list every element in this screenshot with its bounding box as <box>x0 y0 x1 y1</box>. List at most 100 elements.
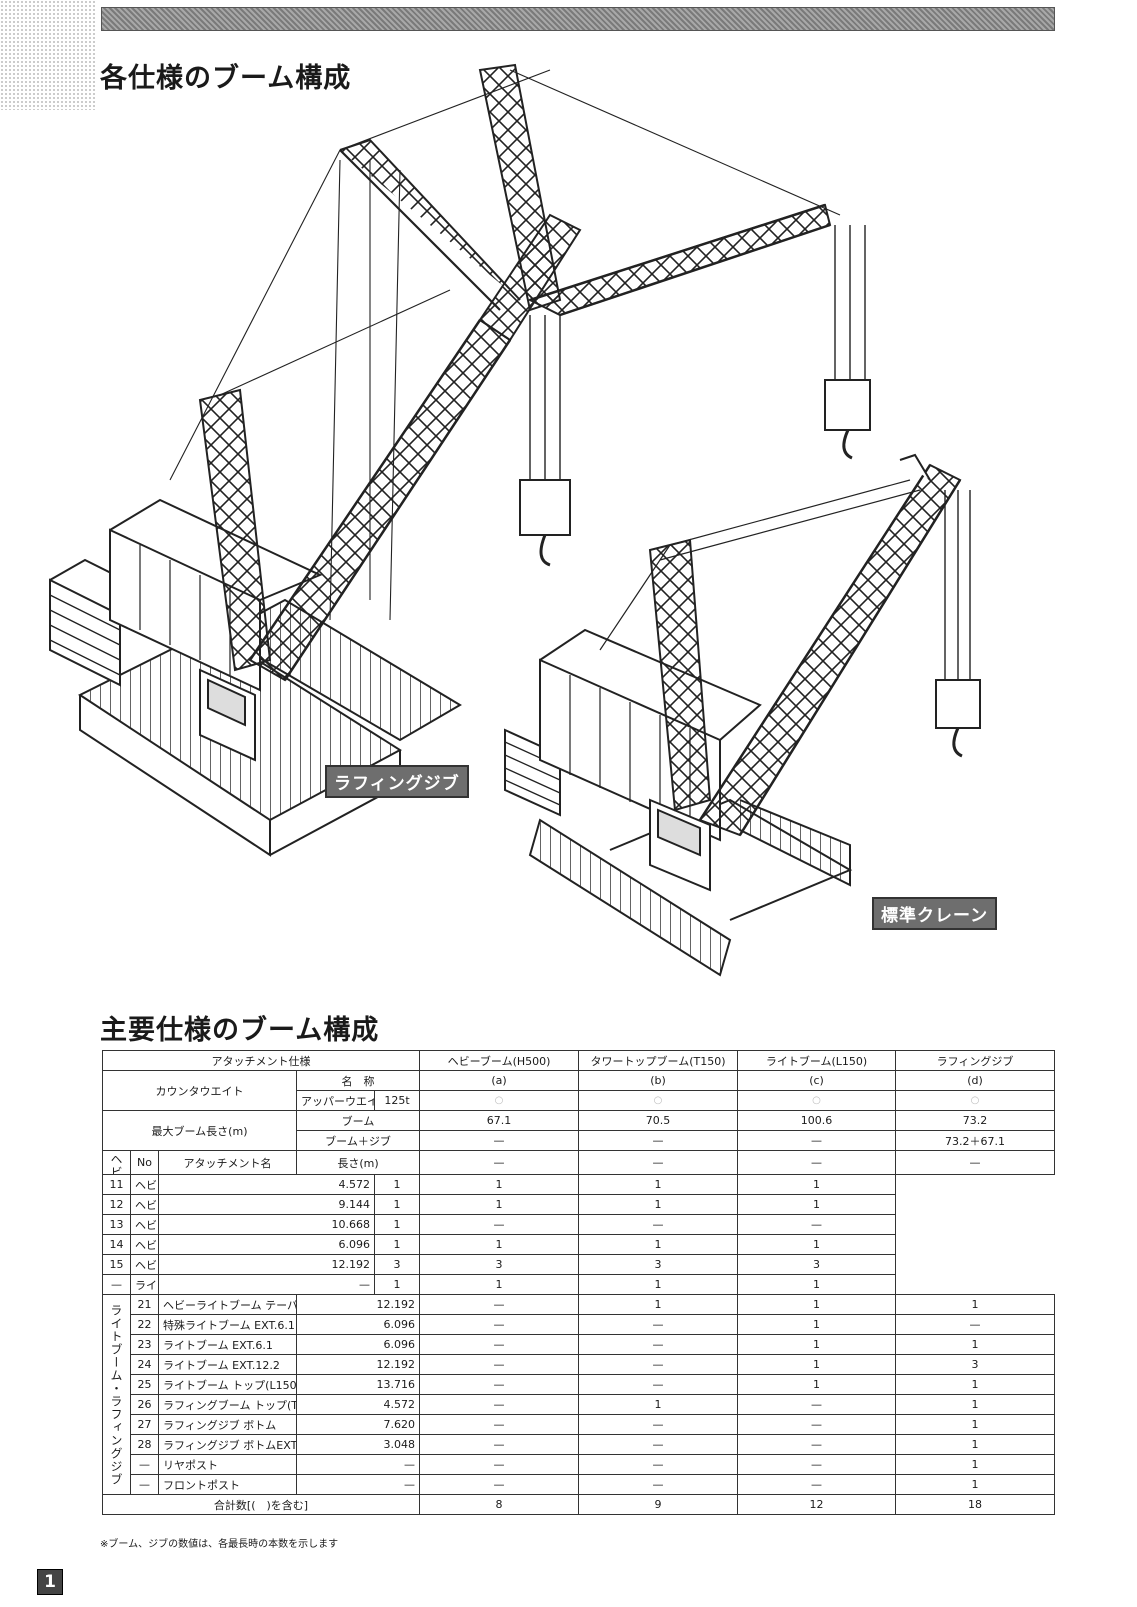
part-name-cell: ヘビブーム EXT.12.2 <box>130 1254 159 1275</box>
luffing-jib-tag: ラフィングジブ <box>325 765 469 798</box>
count-cell: — <box>419 1354 580 1375</box>
part-name-cell: ラフィングジブ ボトム <box>158 1414 297 1435</box>
circle-mark: ○ <box>895 1090 1056 1111</box>
name-label: 名 称 <box>295 1070 421 1091</box>
part-no-cell: 13 <box>102 1214 131 1235</box>
total-row: 合計数[( )を含む] 8 9 12 18 <box>101 1494 1056 1515</box>
part-no-cell: 24 <box>130 1354 159 1375</box>
count-cell: 1 <box>578 1174 739 1195</box>
col-header: ライトブーム(L150) <box>737 1050 897 1071</box>
part-name-cell: ヘビーブーム ボトムEXT. <box>130 1194 159 1215</box>
header-bar <box>101 7 1055 31</box>
part-length-cell: 4.572 <box>295 1394 421 1415</box>
part-length-cell: 4.572 <box>158 1174 375 1195</box>
count-cell: 3 <box>737 1254 897 1275</box>
light-boom-group-label: ライトブーム・ラフィングジブ <box>102 1294 131 1495</box>
count-cell: — <box>737 1454 897 1475</box>
part-no-cell: 21 <box>130 1294 159 1315</box>
code-cell: (d) <box>895 1070 1056 1091</box>
count-cell: — <box>737 1214 897 1235</box>
count-cell: 1 <box>373 1234 421 1255</box>
table-cell: 100.6 <box>737 1110 897 1131</box>
total-cell: 18 <box>895 1494 1056 1515</box>
part-length-cell: 3.048 <box>295 1434 421 1455</box>
part-length-cell: — <box>158 1274 375 1295</box>
count-cell: — <box>895 1314 1056 1335</box>
part-length-cell: 10.668 <box>158 1214 375 1235</box>
part-no-cell: 12 <box>102 1194 131 1215</box>
table-row: —フロントポスト————1 <box>103 1474 1056 1495</box>
count-cell: — <box>419 1294 580 1315</box>
count-cell: — <box>419 1394 580 1415</box>
part-no-cell: 15 <box>102 1254 131 1275</box>
table-cell: — <box>737 1150 897 1175</box>
count-cell: — <box>737 1434 897 1455</box>
part-name-cell: ラフィングブーム トップ(T150) <box>158 1394 297 1415</box>
count-cell: 3 <box>419 1254 580 1275</box>
part-name-cell: フロントポスト <box>158 1474 297 1495</box>
count-cell: — <box>419 1454 580 1475</box>
footnote: ※ブーム、ジブの数値は、各最長時の本数を示します <box>100 1539 339 1550</box>
code-cell: (a) <box>419 1070 580 1091</box>
count-cell: — <box>737 1474 897 1495</box>
luffing-jib-crane <box>49 63 871 857</box>
code-cell: (b) <box>578 1070 739 1091</box>
count-cell: 1 <box>737 1334 897 1355</box>
part-length-cell: — <box>295 1474 421 1495</box>
attach-spec-header: アタッチメント仕様 <box>101 1050 421 1071</box>
col-header: タワートップブーム(T150) <box>578 1050 739 1071</box>
col-header: ヘビーブーム(H500) <box>419 1050 580 1071</box>
page-number: 1 <box>37 1569 63 1595</box>
count-cell: 1 <box>737 1374 897 1395</box>
table-row: ヘビーブーム No アタッチメント名 長さ(m) — — — — <box>102 1150 1056 1175</box>
count-cell: 1 <box>578 1194 739 1215</box>
count-cell: — <box>578 1474 739 1495</box>
count-cell: — <box>578 1314 739 1335</box>
count-cell: — <box>419 1414 580 1435</box>
part-no-cell: 14 <box>102 1234 131 1255</box>
table-cell: — <box>578 1150 739 1175</box>
count-cell: — <box>419 1474 580 1495</box>
count-cell: — <box>578 1414 739 1435</box>
part-no-cell: — <box>130 1474 159 1495</box>
boom-label: ブーム <box>295 1110 421 1131</box>
part-length-cell: 9.144 <box>158 1194 375 1215</box>
part-no-cell: 11 <box>102 1174 131 1195</box>
part-name-cell: ヘビーブーム EXT.6.1 <box>130 1234 159 1255</box>
table-cell: — <box>419 1130 580 1151</box>
count-cell: 3 <box>895 1354 1056 1375</box>
part-length-cell: 6.096 <box>158 1234 375 1255</box>
part-length-cell: 13.716 <box>295 1374 421 1395</box>
part-no-cell: 25 <box>130 1374 159 1395</box>
part-length-cell: 12.192 <box>295 1354 421 1375</box>
part-no-cell: 26 <box>130 1394 159 1415</box>
table-cell: 67.1 <box>419 1110 580 1131</box>
count-cell: 1 <box>895 1294 1056 1315</box>
count-cell: 1 <box>373 1174 421 1195</box>
count-cell: 1 <box>737 1274 897 1295</box>
part-length-cell: 12.192 <box>158 1254 375 1275</box>
count-cell: — <box>578 1214 739 1235</box>
count-cell: 1 <box>895 1454 1056 1475</box>
count-cell: — <box>578 1454 739 1475</box>
table-cell: 70.5 <box>578 1110 739 1131</box>
count-cell: — <box>419 1314 580 1335</box>
part-length-cell: 6.096 <box>295 1314 421 1335</box>
count-cell: 1 <box>895 1474 1056 1495</box>
part-no-cell: — <box>102 1274 131 1295</box>
no-header: No <box>130 1150 159 1175</box>
total-cell: 12 <box>737 1494 897 1515</box>
count-cell: 1 <box>578 1394 739 1415</box>
section-title-main-specs: 主要仕様のブーム構成 <box>100 1015 380 1046</box>
part-no-cell: — <box>130 1454 159 1475</box>
table-row: ブーム＋ジブ — — — 73.2＋67.1 <box>103 1130 1056 1151</box>
